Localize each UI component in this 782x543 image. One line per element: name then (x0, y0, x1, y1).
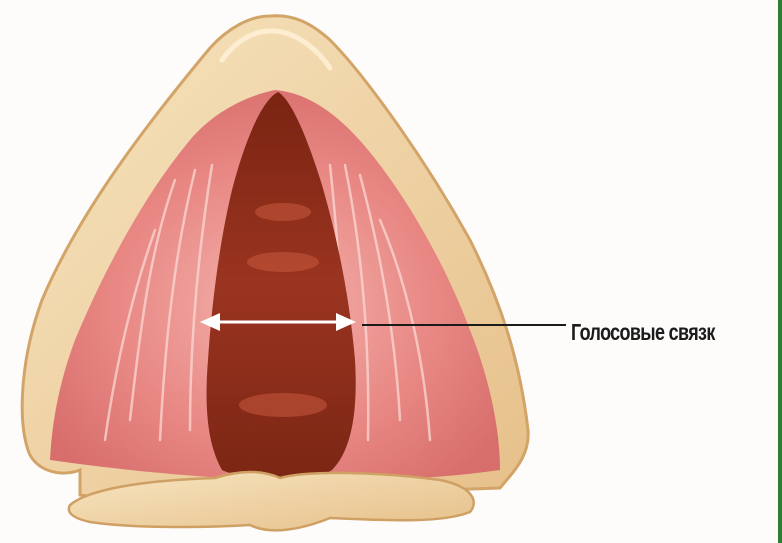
page-edge-strip (778, 0, 782, 543)
vocal-cords-label: Голосовые связк (571, 318, 715, 346)
